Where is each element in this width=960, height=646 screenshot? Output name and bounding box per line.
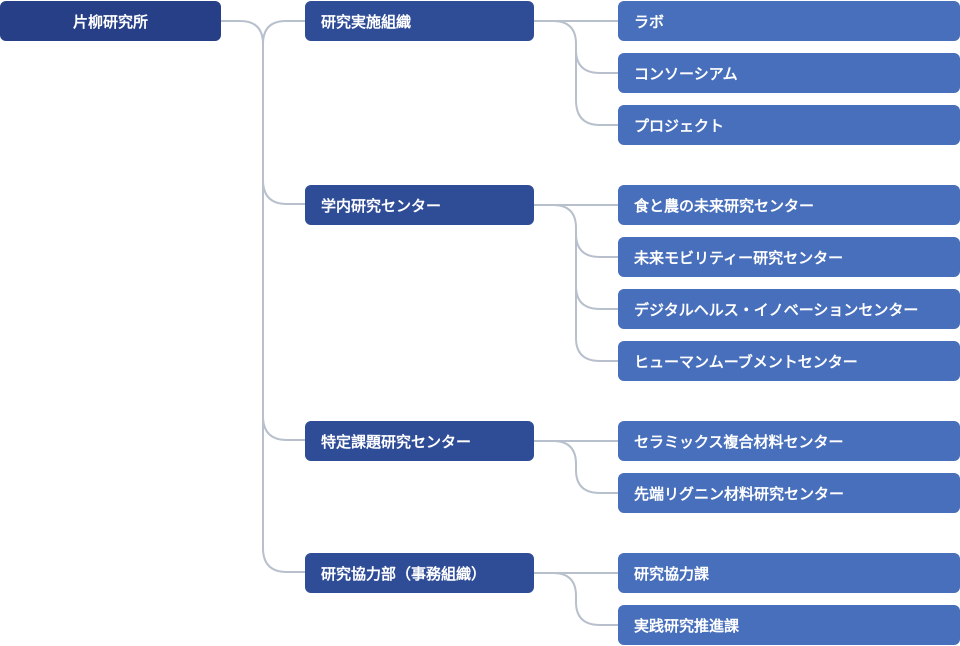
node-practical-research-section[interactable]: 実践研究推進課 [618,605,960,645]
node-mobility-center[interactable]: 未来モビリティー研究センター [618,237,960,277]
node-research-cooperation-section[interactable]: 研究協力課 [618,553,960,593]
node-group-internal-centers[interactable]: 学内研究センター [305,185,534,225]
node-consortium[interactable]: コンソーシアム [618,53,960,93]
node-human-movement-center[interactable]: ヒューマンムーブメントセンター [618,341,960,381]
node-lignin-center[interactable]: 先端リグニン材料研究センター [618,473,960,513]
connector-group-3 [534,440,618,494]
connector-group-1 [534,20,618,126]
connector-group-2 [534,204,618,362]
node-group-research-org[interactable]: 研究実施組織 [305,1,534,41]
node-group-special-topic-centers[interactable]: 特定課題研究センター [305,421,534,461]
connector-root [221,20,305,573]
node-group-research-cooperation[interactable]: 研究協力部（事務組織） [305,553,534,593]
node-ceramics-center[interactable]: セラミックス複合材料センター [618,421,960,461]
node-project[interactable]: プロジェクト [618,105,960,145]
node-root[interactable]: 片柳研究所 [0,1,221,41]
node-lab[interactable]: ラボ [618,1,960,41]
node-digital-health-center[interactable]: デジタルヘルス・イノベーションセンター [618,289,960,329]
connector-group-4 [534,572,618,626]
node-food-agri-center[interactable]: 食と農の未来研究センター [618,185,960,225]
